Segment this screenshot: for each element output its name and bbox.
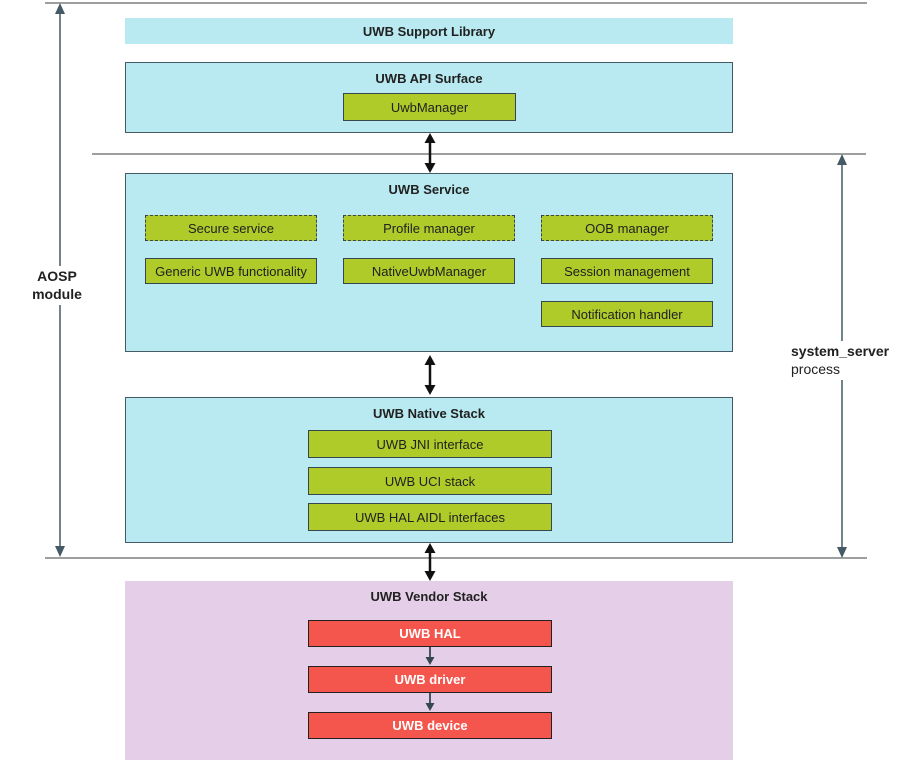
chip-uwb-uci-stack: UWB UCI stack	[308, 467, 552, 495]
system-server-label-line1: system_server	[791, 343, 890, 359]
uwb-service-title: UWB Service	[388, 182, 470, 197]
chip-uwb-jni-interface: UWB JNI interface	[308, 430, 552, 458]
separator-bottom	[45, 557, 867, 559]
aosp-module-label: AOSP module	[8, 266, 106, 305]
system-server-label: system_server process	[788, 341, 890, 380]
uwb-support-library-box: UWB Support Library	[125, 18, 733, 44]
chip-uwbmanager: UwbManager	[343, 93, 516, 121]
chip-session-management: Session management	[541, 258, 713, 284]
down-arrow-hal-driver-icon	[425, 647, 435, 665]
chip-notification-handler: Notification handler	[541, 301, 713, 327]
down-arrow-driver-device-icon	[425, 693, 435, 711]
chip-uwb-device: UWB device	[308, 712, 552, 739]
uwb-support-library-title: UWB Support Library	[362, 23, 496, 39]
uwb-api-surface-title: UWB API Surface	[375, 71, 483, 86]
chip-uwb-hal-aidl-interfaces: UWB HAL AIDL interfaces	[308, 503, 552, 531]
separator-top	[45, 2, 867, 4]
chip-generic-uwb-functionality: Generic UWB functionality	[145, 258, 317, 284]
chip-secure-service: Secure service	[145, 215, 317, 241]
separator-system-server-top	[92, 153, 866, 155]
uwb-vendor-stack-title: UWB Vendor Stack	[370, 589, 488, 604]
bidirectional-arrow-native-vendor-icon	[424, 543, 436, 581]
chip-uwb-hal: UWB HAL	[308, 620, 552, 647]
chip-oob-manager: OOB manager	[541, 215, 713, 241]
bidirectional-arrow-service-native-icon	[424, 355, 436, 395]
uwb-native-stack-title: UWB Native Stack	[373, 406, 485, 421]
system-server-label-line2: process	[791, 360, 841, 377]
uwb-api-surface-box: UWB API Surface	[125, 62, 733, 133]
chip-nativeuwbmanager: NativeUwbManager	[343, 258, 515, 284]
bidirectional-arrow-api-service-icon	[424, 133, 436, 173]
chip-uwb-driver: UWB driver	[308, 666, 552, 693]
chip-profile-manager: Profile manager	[343, 215, 515, 241]
